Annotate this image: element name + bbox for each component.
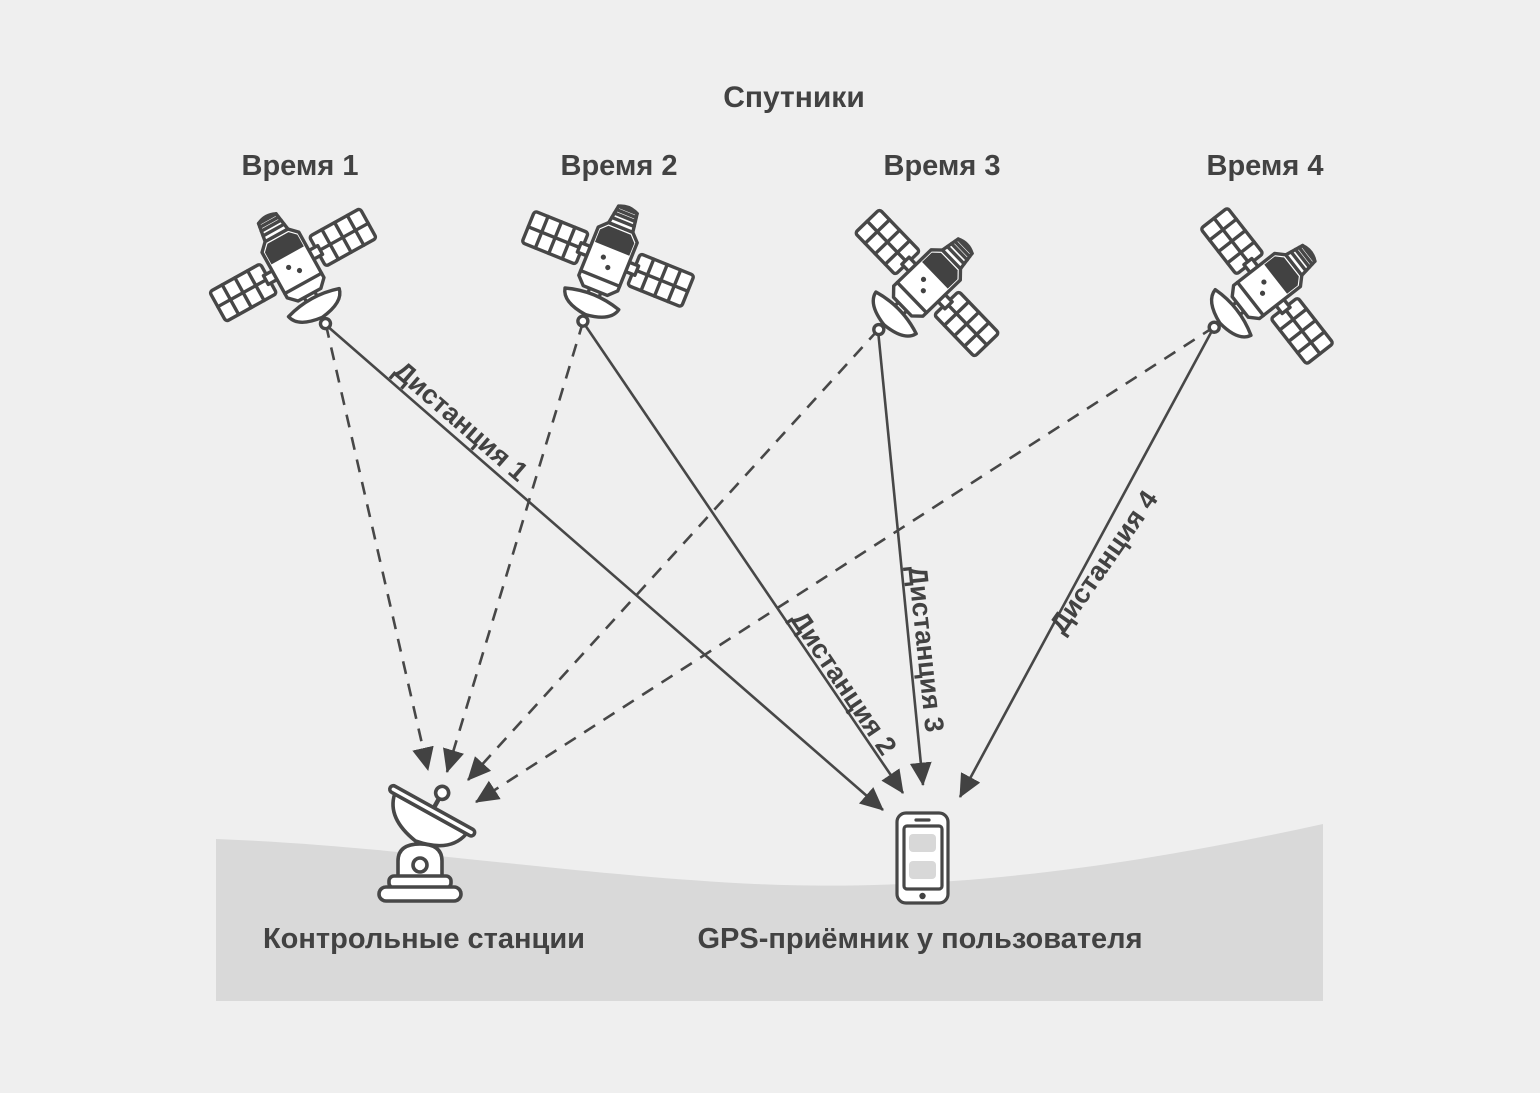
control-signal-line-1 — [324, 324, 434, 772]
control-signal-line-4 — [475, 325, 1215, 804]
distance-line-3 — [876, 329, 932, 787]
satellite-time-label-2: Время 2 — [561, 150, 678, 182]
phone-home-button — [919, 892, 926, 900]
screen-block-2 — [909, 861, 936, 879]
satellite-time-label-4: Время 4 — [1207, 150, 1324, 182]
control-station-label: Контрольные станции — [263, 923, 585, 955]
control-station-icon — [377, 783, 477, 903]
signal-lines — [324, 321, 1216, 811]
distance-line-1 — [325, 324, 884, 811]
satellite-time-label-1: Время 1 — [242, 150, 359, 182]
gps-receiver-icon — [895, 811, 950, 905]
gps-receiver-label: GPS-приёмник у пользователя — [697, 923, 1142, 955]
ground-surface — [216, 824, 1323, 1001]
control-signal-line-2 — [443, 321, 585, 773]
diagram-title: Спутники — [723, 81, 865, 114]
distance-line-4 — [958, 326, 1216, 798]
screen-block-1 — [909, 834, 936, 852]
control-signal-line-3 — [467, 329, 879, 781]
distance-line-2 — [581, 321, 905, 794]
satellite-time-label-3: Время 3 — [884, 150, 1001, 182]
